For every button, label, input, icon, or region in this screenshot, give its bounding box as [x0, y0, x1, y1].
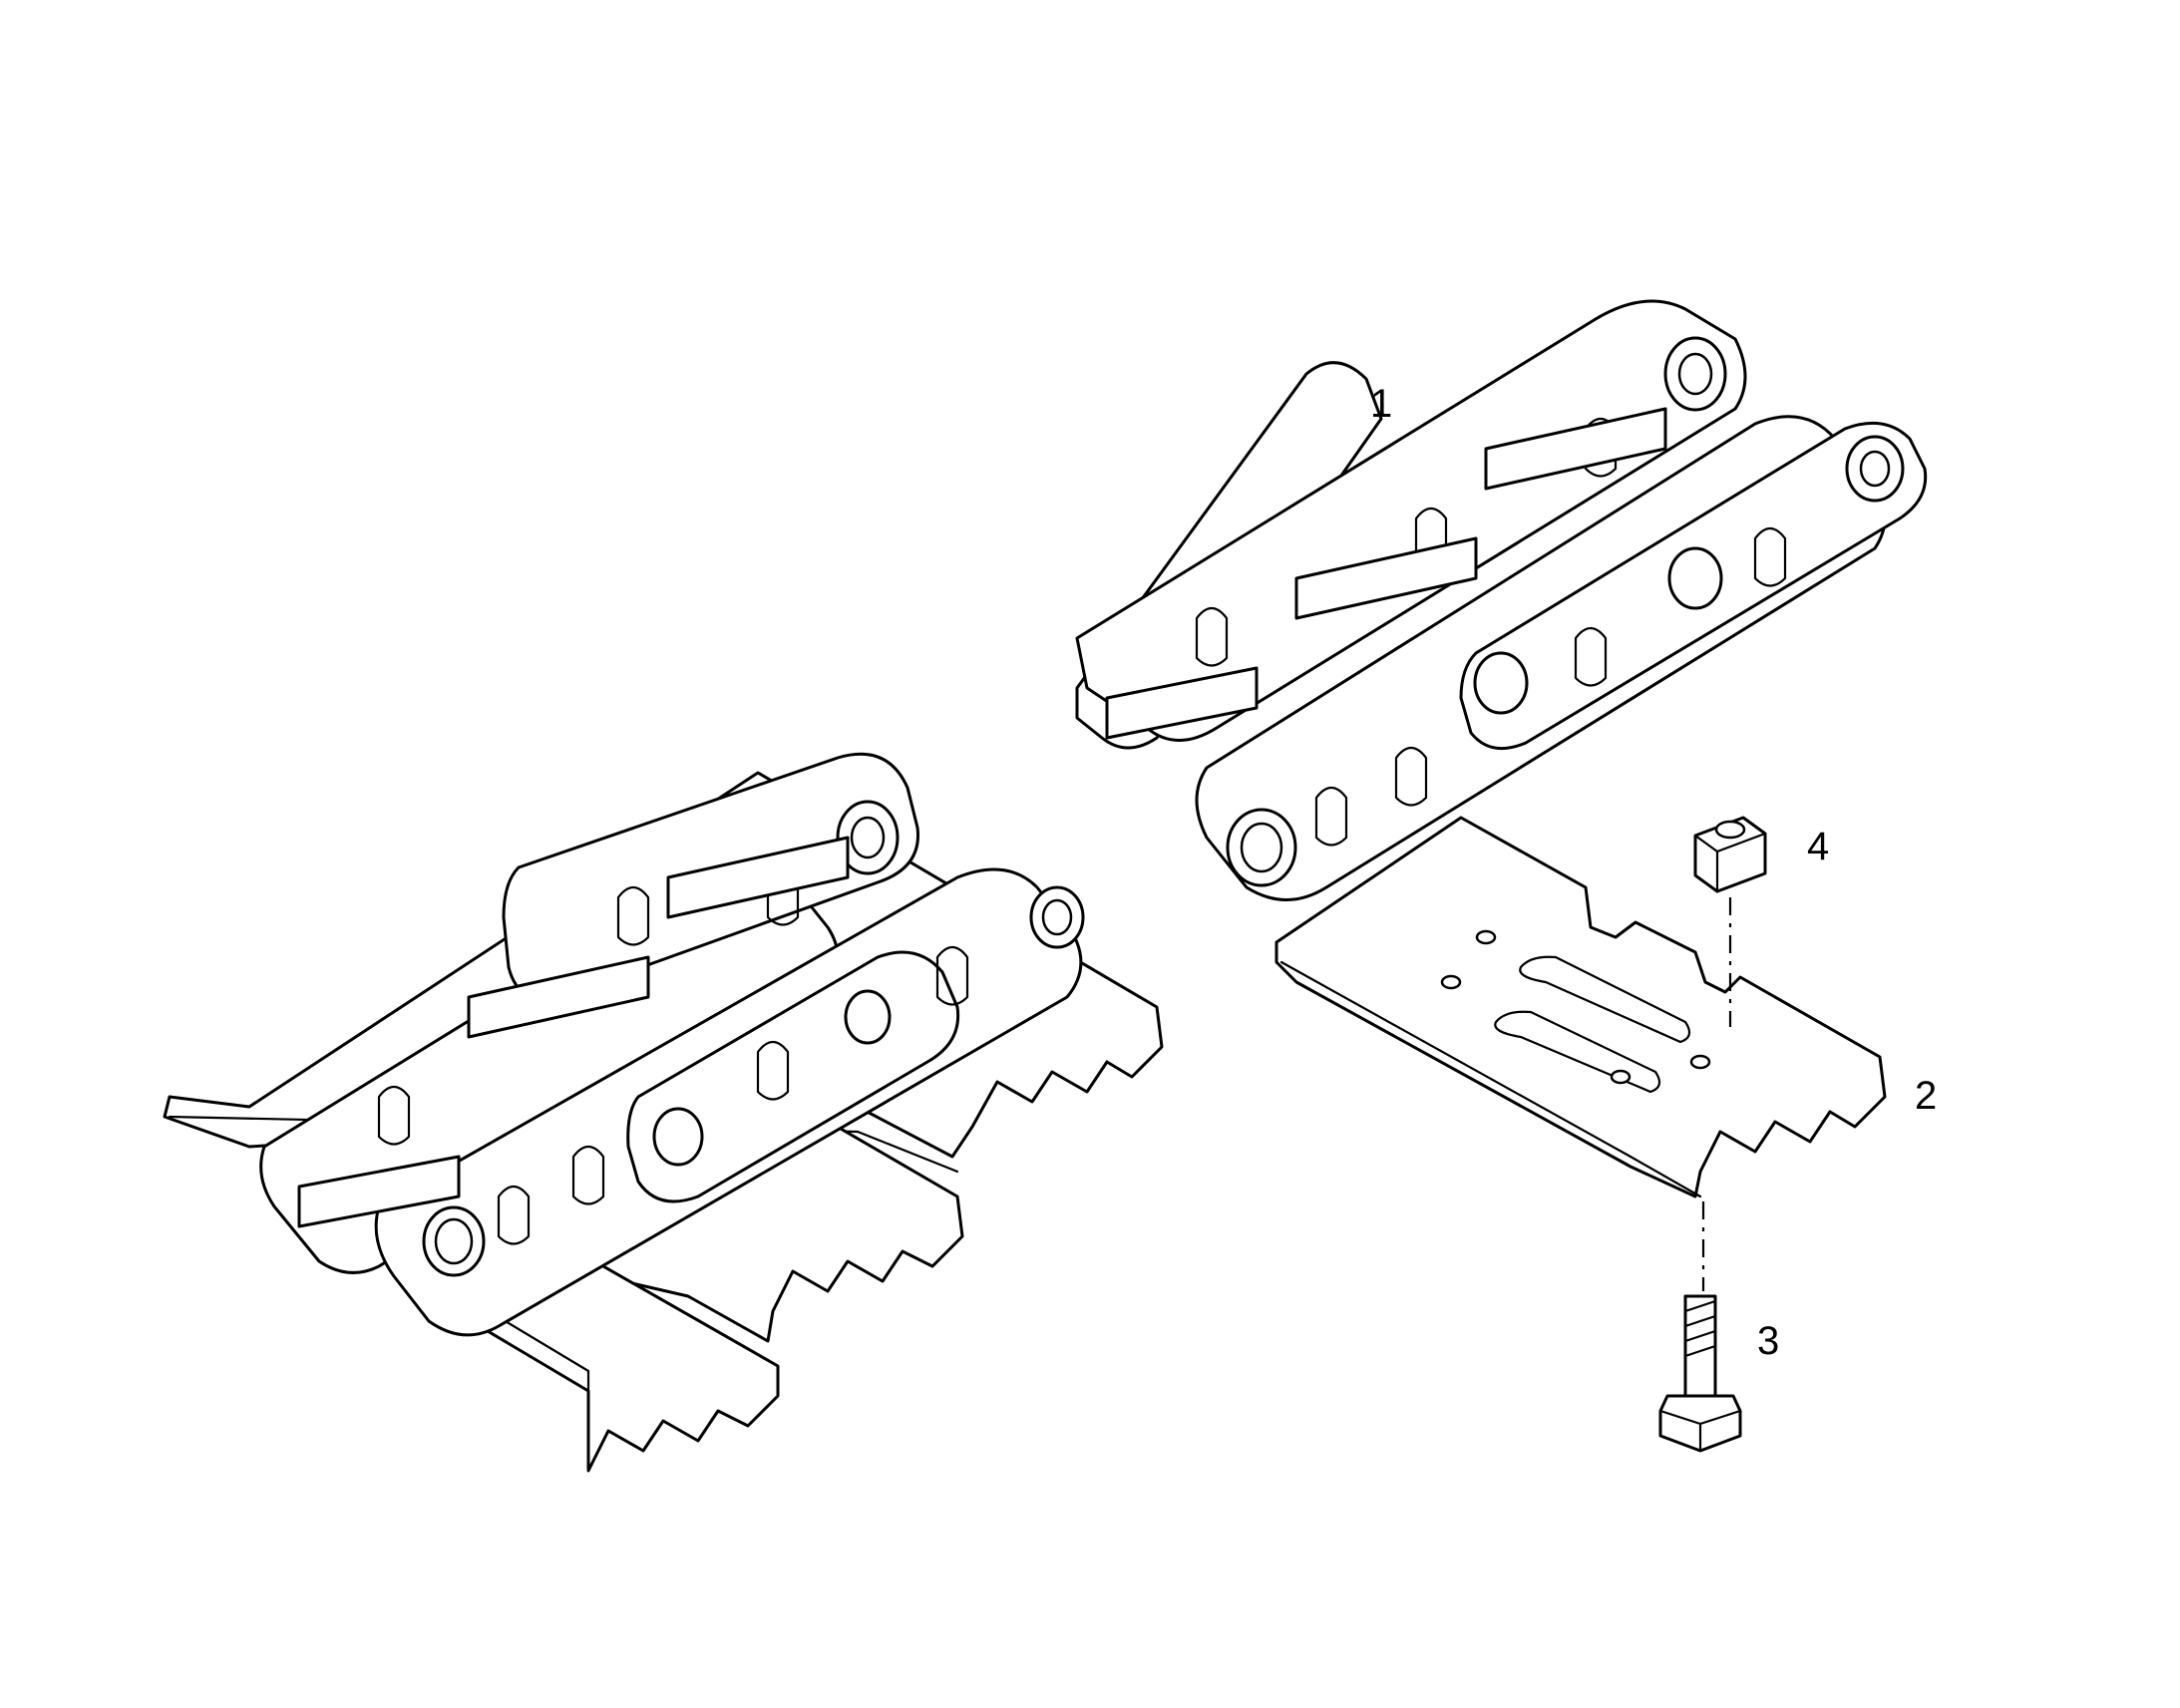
- callout-4: 4: [1807, 825, 1829, 868]
- callout-1: 1: [1370, 382, 1392, 426]
- part-1-track-chain: [1075, 299, 1928, 901]
- callout-2: 2: [1915, 1074, 1937, 1118]
- part-4-shoe-nut: [1693, 816, 1767, 893]
- part-3-shoe-bolt: [1658, 1294, 1742, 1453]
- assembled-chain-links: [259, 752, 1085, 1337]
- part-2-track-shoe: [1274, 816, 1887, 1198]
- assembled-track-assembly: [163, 752, 1164, 1473]
- callout-3: 3: [1757, 1319, 1779, 1363]
